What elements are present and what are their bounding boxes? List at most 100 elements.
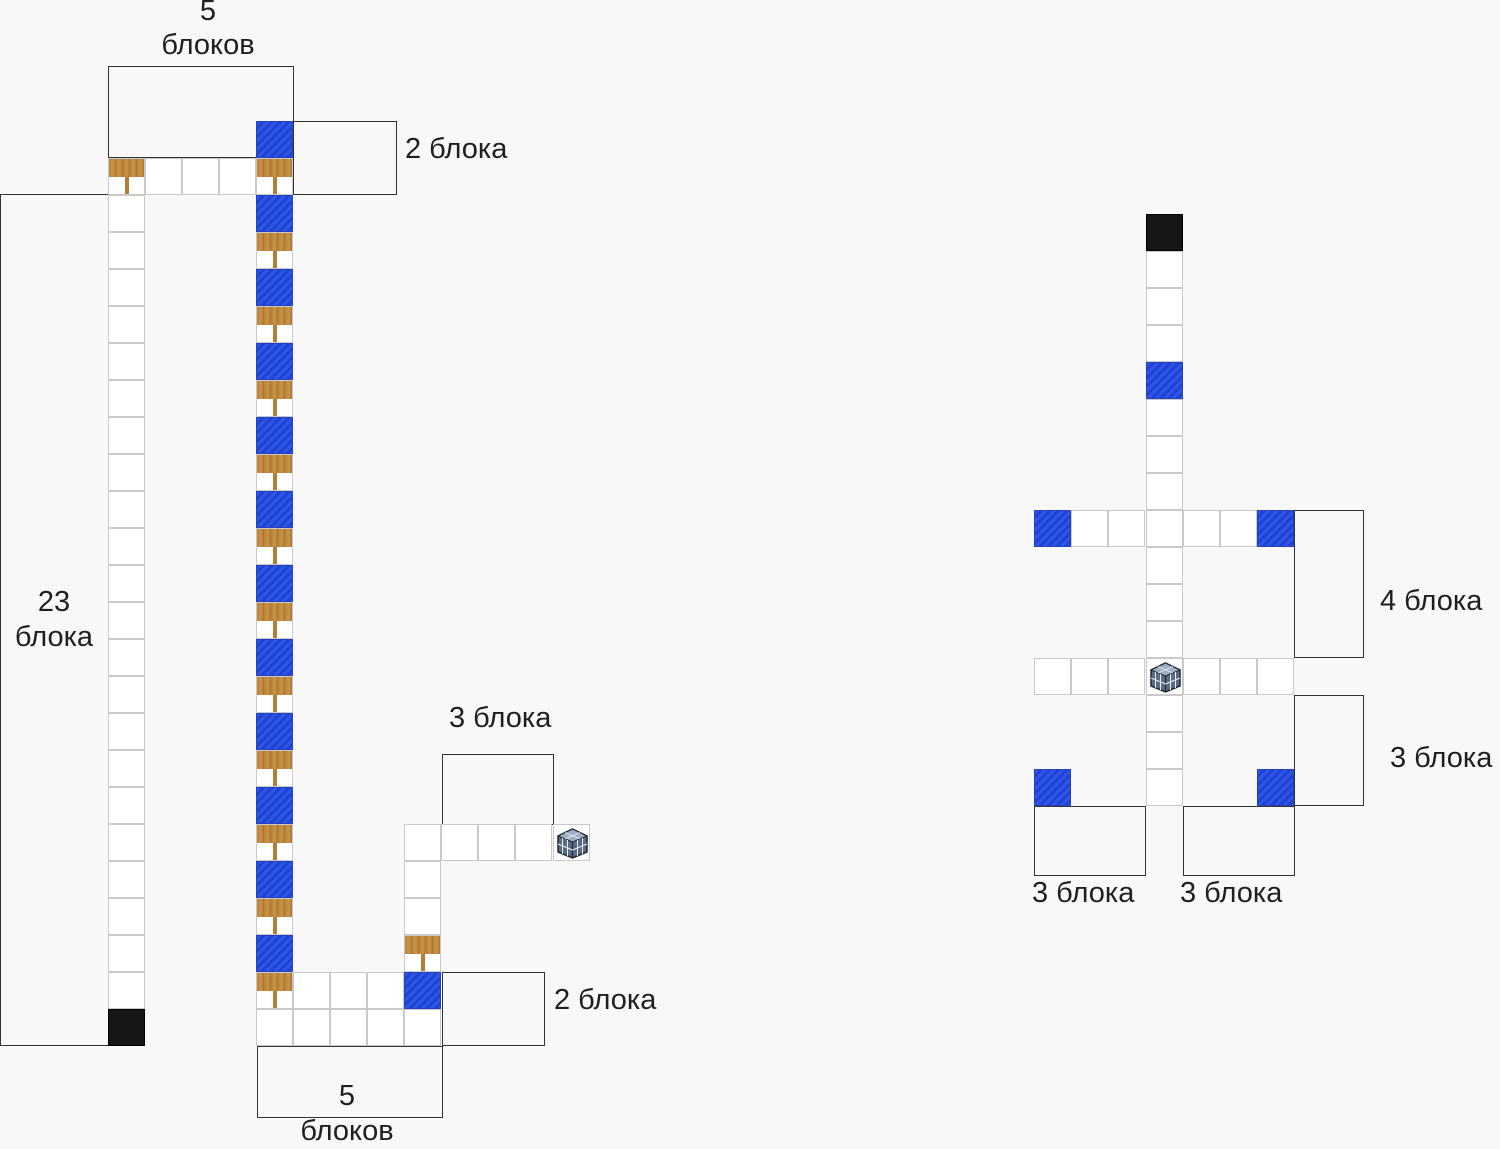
empty-block [108,195,145,232]
empty-block [108,676,145,713]
top-right-label: 2 блока [405,133,508,165]
spawner-block [1146,658,1183,695]
right-three-box [1294,695,1364,806]
empty-block [108,565,145,602]
trapdoor-stem [272,842,277,860]
trapdoor-lid [405,936,440,954]
trapdoor-lid [257,381,292,399]
empty-block [108,972,145,1009]
empty-block [1146,732,1183,769]
trapdoor-stem [272,694,277,712]
empty-block [108,935,145,972]
trapdoor-block [256,824,293,861]
empty-block [367,972,404,1009]
right-four-label: 4 блока [1380,585,1483,617]
empty-block [1183,510,1220,547]
trapdoor-block [404,935,441,972]
empty-block [108,232,145,269]
height-unit: блока [14,621,94,653]
empty-block [108,343,145,380]
empty-block [1220,510,1257,547]
trapdoor-lid [257,899,292,917]
water-block [1146,362,1183,399]
trapdoor-stem [420,953,425,971]
empty-block [219,158,256,195]
bottom-width-box [257,1046,443,1118]
trapdoor-block [256,380,293,417]
trapdoor-block [256,972,293,1009]
trapdoor-block [256,306,293,343]
empty-block [293,972,330,1009]
trapdoor-stem [124,176,129,194]
empty-block [293,1009,330,1046]
empty-block [256,1009,293,1046]
empty-block [108,824,145,861]
trapdoor-stem [272,398,277,416]
top-width-unit: блоков [161,29,255,61]
trapdoor-lid [257,825,292,843]
water-block [1257,510,1294,547]
water-block [1257,769,1294,806]
trapdoor-block [108,158,145,195]
empty-block [1146,547,1183,584]
empty-block [330,1009,367,1046]
trapdoor-block [256,158,293,195]
bottom-left-three-box [1034,806,1146,876]
empty-block [1108,658,1145,695]
empty-block [404,824,441,861]
trapdoor-lid [109,159,144,177]
trapdoor-lid [257,307,292,325]
water-block [256,491,293,528]
trapdoor-lid [257,677,292,695]
water-block [256,121,293,158]
empty-block [108,639,145,676]
water-block [256,195,293,232]
water-block [256,861,293,898]
empty-block [108,454,145,491]
empty-block [108,787,145,824]
empty-block [108,528,145,565]
empty-block [108,898,145,935]
trapdoor-block [256,750,293,787]
trapdoor-stem [272,990,277,1008]
empty-block [108,306,145,343]
empty-block [404,861,441,898]
empty-block [108,380,145,417]
lower-right-label: 2 блока [554,984,657,1016]
empty-block [1071,510,1108,547]
obsidian-block [108,1009,145,1046]
empty-block [1146,251,1183,288]
spawner-block [553,824,590,861]
empty-block [108,491,145,528]
empty-block [145,158,182,195]
empty-block [1146,436,1183,473]
water-block [256,787,293,824]
spawner-icon [556,828,589,859]
trapdoor-stem [272,176,277,194]
top-right-box [293,121,397,195]
empty-block [478,824,515,861]
empty-block [1146,584,1183,621]
empty-block [1146,325,1183,362]
top-width-box [108,66,294,158]
trapdoor-lid [257,529,292,547]
water-block [1034,510,1071,547]
water-block [1034,769,1071,806]
water-block [256,343,293,380]
trapdoor-stem [272,546,277,564]
trapdoor-block [256,602,293,639]
trapdoor-lid [257,603,292,621]
trapdoor-block [256,528,293,565]
bottom-right-three-box [1183,806,1295,876]
trapdoor-stem [272,620,277,638]
empty-block [1034,658,1071,695]
right-three-label: 3 блока [1390,742,1493,774]
empty-block [108,861,145,898]
upper-ledge-box [442,754,554,825]
empty-block [367,1009,404,1046]
empty-block [108,417,145,454]
empty-block [515,824,552,861]
empty-block [404,898,441,935]
water-block [256,713,293,750]
